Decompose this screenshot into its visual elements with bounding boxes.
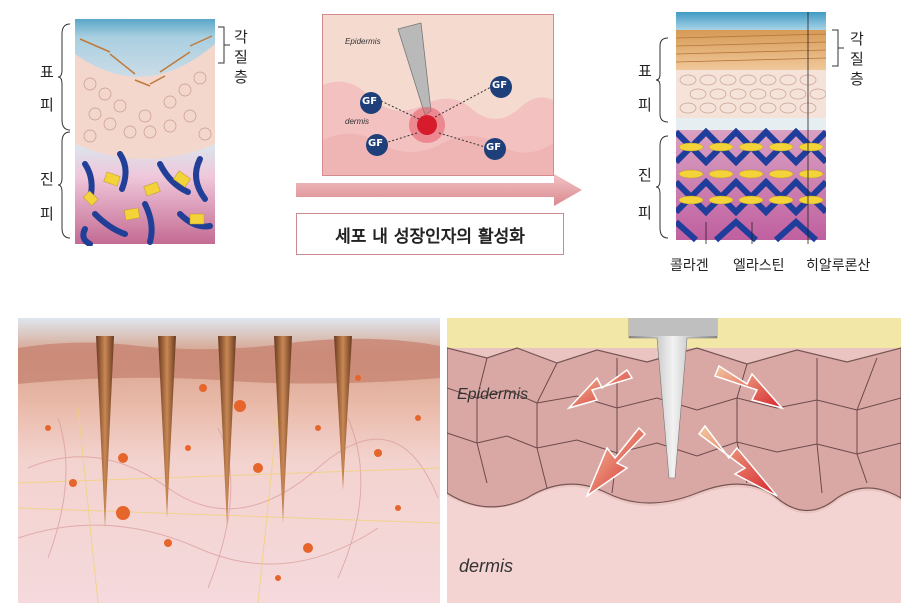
epidermis-label-bottom: 피 bbox=[40, 96, 54, 114]
panel-dermis-text: dermis bbox=[345, 117, 370, 126]
top-left-skin-diagram bbox=[50, 14, 250, 247]
hyaluronic-acid-label: 히알루론산 bbox=[806, 258, 871, 274]
process-arrow bbox=[296, 174, 582, 206]
gf-label-2: GF bbox=[492, 80, 508, 91]
right-corneum-label-1: 각 bbox=[850, 30, 864, 48]
right-epidermis-brace bbox=[656, 37, 669, 123]
epidermis-brace bbox=[58, 23, 71, 131]
right-dermis-brace bbox=[656, 135, 669, 239]
gf-label-4: GF bbox=[486, 142, 502, 153]
dermis-label-top: 진 bbox=[40, 170, 54, 188]
epidermis-text: Epidermis bbox=[457, 386, 529, 403]
right-epidermis-label-bottom: 피 bbox=[638, 96, 652, 114]
right-dermis-label-bottom: 피 bbox=[638, 204, 652, 222]
needle-penetration-illustration: Epidermis dermis bbox=[447, 318, 901, 603]
right-corneum-label-2: 질 bbox=[850, 50, 864, 68]
dermis-text: dermis bbox=[459, 556, 514, 576]
growth-factor-panel: Epidermis dermis GF GF GF GF bbox=[322, 14, 554, 176]
right-dermis-label-top: 진 bbox=[638, 166, 652, 184]
microneedle-illustration bbox=[18, 318, 440, 603]
collagen-label: 콜라겐 bbox=[670, 258, 709, 274]
dermis-brace bbox=[58, 131, 71, 239]
dermis-label-bottom: 피 bbox=[40, 205, 54, 223]
panel-epidermis-text: Epidermis bbox=[345, 37, 381, 46]
top-right-skin-diagram bbox=[673, 12, 829, 244]
corneum-bracket bbox=[218, 26, 230, 64]
right-epidermis-label-top: 표 bbox=[638, 62, 652, 80]
right-corneum-bracket bbox=[832, 29, 844, 67]
gf-label-1: GF bbox=[362, 96, 378, 107]
growth-factor-caption: 세포 내 성장인자의 활성화 bbox=[296, 213, 564, 255]
corneum-label-3: 층 bbox=[234, 68, 248, 86]
gf-label-3: GF bbox=[368, 138, 384, 149]
elastin-label: 엘라스틴 bbox=[733, 258, 785, 274]
corneum-label-1: 각 bbox=[234, 28, 248, 46]
corneum-label-2: 질 bbox=[234, 48, 248, 66]
epidermis-label-top: 표 bbox=[40, 63, 54, 81]
right-corneum-label-3: 층 bbox=[850, 70, 864, 88]
